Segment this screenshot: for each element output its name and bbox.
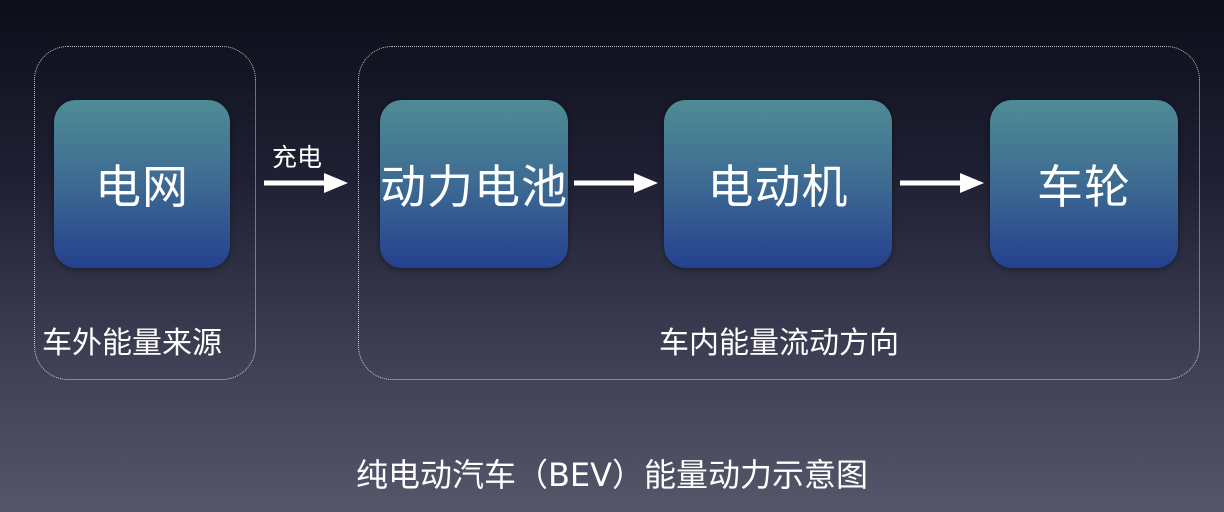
battery-node: 动力电池 bbox=[380, 100, 568, 268]
internal-flow-group bbox=[358, 46, 1200, 380]
wheel-node-label: 车轮 bbox=[1037, 160, 1131, 214]
motor-to-wheel-arrow bbox=[898, 171, 986, 195]
motor-node-label: 电动机 bbox=[707, 160, 849, 214]
charge-label: 充电 bbox=[272, 143, 323, 172]
grid-node: 电网 bbox=[54, 100, 230, 268]
wheel-node: 车轮 bbox=[990, 100, 1178, 268]
battery-to-motor-arrow bbox=[572, 171, 660, 195]
diagram-caption: 纯电动汽车（BEV）能量动力示意图 bbox=[355, 456, 869, 494]
internal-group-label: 车内能量流动方向 bbox=[659, 326, 899, 361]
charge-arrow bbox=[262, 171, 350, 195]
grid-node-label: 电网 bbox=[95, 160, 189, 214]
motor-node: 电动机 bbox=[664, 100, 892, 268]
external-group-label: 车外能量来源 bbox=[42, 326, 222, 361]
external-source-group bbox=[34, 46, 256, 380]
battery-node-label: 动力电池 bbox=[380, 160, 568, 214]
